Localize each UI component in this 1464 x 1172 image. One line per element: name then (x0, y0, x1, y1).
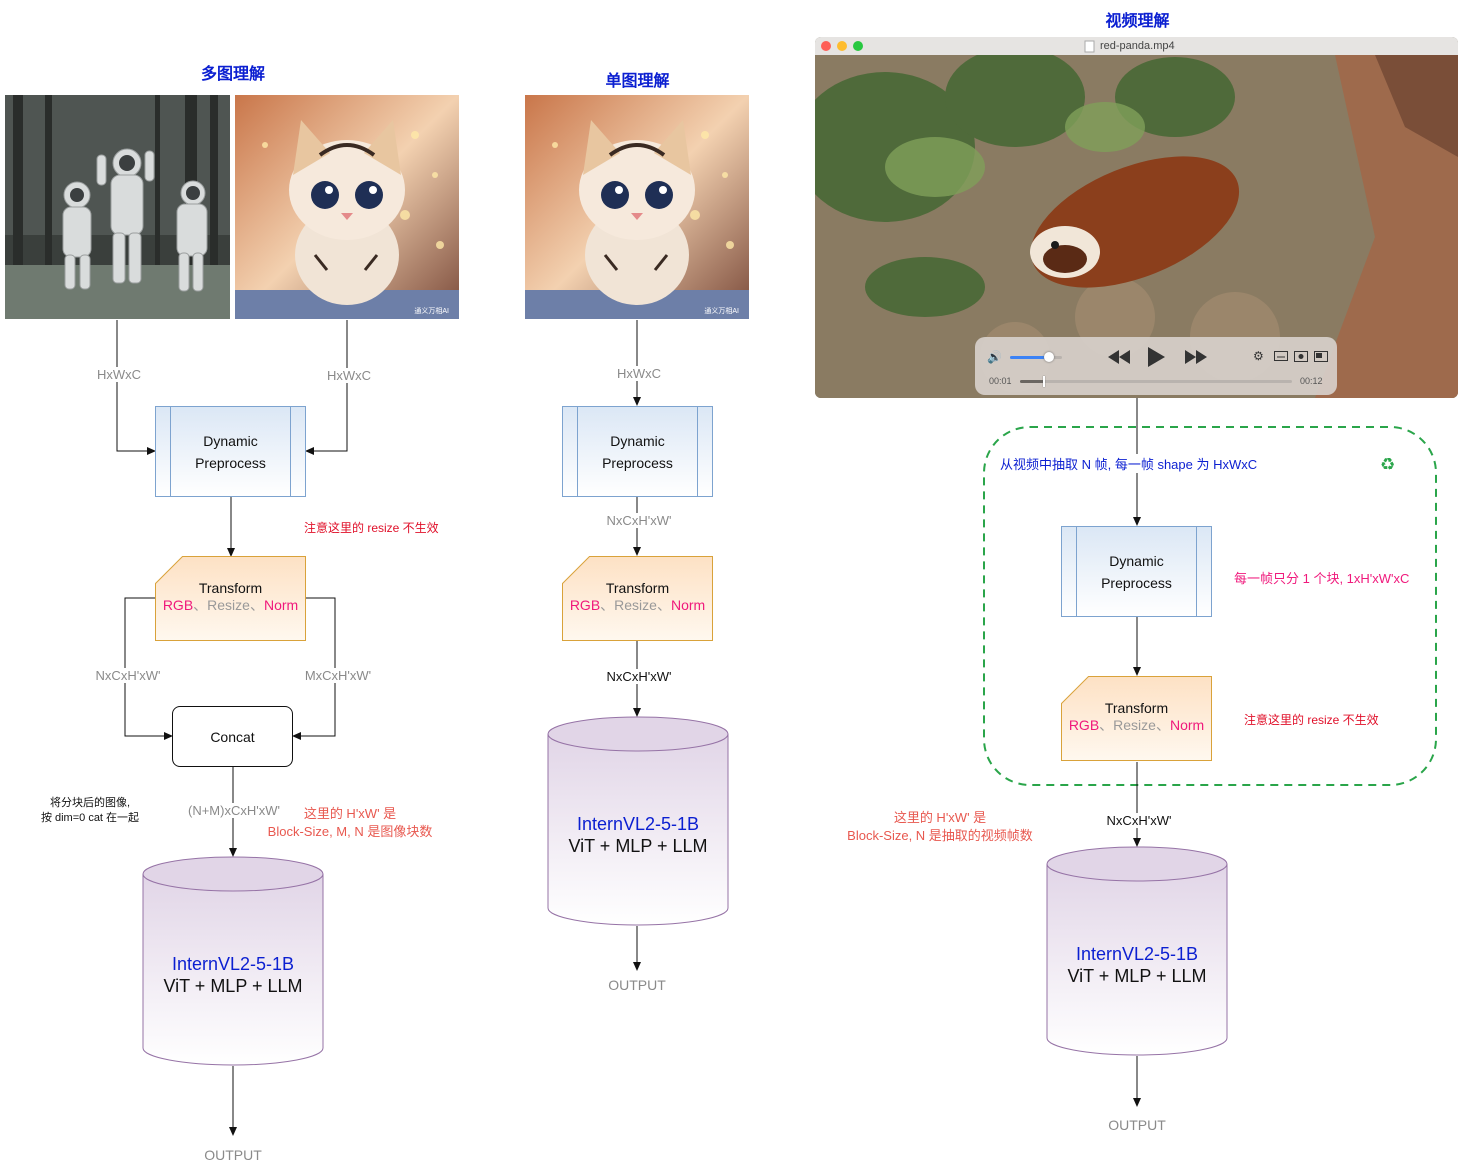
note-resize-video: 注意这里的 resize 不生效 (1244, 713, 1379, 727)
recycle-icon: ♻ (1380, 455, 1396, 474)
note-cat: 将分块后的图像,按 dim=0 cat 在一起 (40, 797, 140, 824)
volume-slider[interactable] (1010, 352, 1062, 362)
note-block-video: 每一帧只分 1 个块, 1xH'xW'xC (1234, 571, 1410, 586)
settings-icon[interactable]: ⚙ (1253, 349, 1264, 363)
model-cylinder-single (547, 716, 729, 926)
video-title: 视频理解 (1105, 13, 1170, 30)
label-out-single: NxCxH'xW' (596, 669, 682, 684)
transform-box-single: Transform RGB、Resize、Norm (562, 556, 713, 641)
concat-box: Concat (172, 706, 293, 767)
model-cylinder (142, 856, 324, 1066)
transform-items: RGB、Resize、Norm (162, 597, 299, 613)
multi-title: 多图理解 (200, 66, 265, 83)
transform-border-video (1061, 676, 1212, 761)
subtitles-icon[interactable] (1274, 351, 1288, 362)
video-filename: red-panda.mp4 (1100, 40, 1175, 52)
extract-label: 从视频中抽取 N 帧, 每一帧 shape 为 HxWxC (998, 454, 1260, 473)
video-player[interactable]: red-panda.mp4 🔊 ⚙ 00:01 00:12 (815, 37, 1458, 398)
label-m: MxCxH'xW' (296, 668, 380, 683)
transform-title: Transform (198, 580, 263, 596)
label-out-video: NxCxH'xW' (1096, 813, 1182, 828)
progress-bar[interactable] (1020, 376, 1292, 387)
dynamic-line1: Dynamic (203, 432, 258, 449)
output-label-video: OUTPUT (1108, 1117, 1166, 1133)
label-mid-single: NxCxH'xW' (596, 513, 682, 528)
kitten-image-single: 通义万相AI (525, 95, 749, 319)
watermark-text-single: 通义万相AI (704, 306, 739, 315)
label-hxwxc-single: HxWxC (602, 366, 676, 381)
pip-icon[interactable] (1314, 351, 1328, 362)
transform-border (155, 556, 306, 641)
transform-corner-video (1061, 676, 1090, 705)
output-label-single: OUTPUT (608, 977, 666, 993)
single-title: 单图理解 (605, 73, 670, 90)
transform-corner (155, 556, 184, 585)
label-n: NxCxH'xW' (86, 668, 170, 683)
transform-corner-single (562, 556, 591, 585)
astronaut-image (5, 95, 230, 319)
time-total: 00:12 (1300, 376, 1323, 386)
play-icon[interactable] (1146, 346, 1166, 368)
label-hxwxc-right: HxWxC (312, 368, 386, 383)
rewind-icon[interactable] (1107, 349, 1131, 365)
dynamic-line2: Preprocess (195, 454, 266, 471)
transform-border-single (562, 556, 713, 641)
screenshot-icon[interactable] (1294, 351, 1308, 362)
time-current: 00:01 (989, 376, 1012, 386)
watermark-text: 通义万相AI (414, 306, 449, 315)
kitten-image: 通义万相AI (235, 95, 459, 319)
fast-forward-icon[interactable] (1184, 349, 1208, 365)
output-label: OUTPUT (204, 1147, 262, 1163)
model-cylinder-video (1046, 846, 1228, 1056)
note-resize: 注意这里的 resize 不生效 (304, 521, 439, 535)
label-hxwxc-left: HxWxC (82, 367, 156, 382)
volume-icon[interactable]: 🔊 (987, 350, 1002, 364)
transform-box: Transform RGB、Resize、Norm (155, 556, 306, 641)
transform-box-video: Transform RGB、Resize、Norm (1061, 676, 1212, 761)
label-concat: (N+M)xCxH'xW' (180, 803, 288, 818)
